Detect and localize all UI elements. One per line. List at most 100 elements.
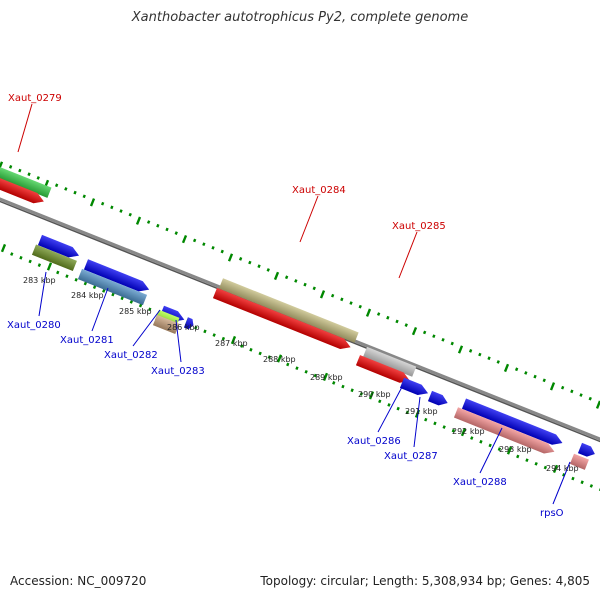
- gene-label-xaut-0279[interactable]: Xaut_0279: [8, 93, 62, 104]
- tick-forward-33: [303, 282, 307, 287]
- tick-forward-49: [450, 341, 454, 346]
- gene-xaut-0280-olive-shade: [31, 244, 77, 272]
- gene-xaut-0283-tan[interactable]: [152, 314, 180, 335]
- gene-xaut-0281-steel[interactable]: [77, 268, 148, 306]
- tick-forward-39: [358, 304, 362, 309]
- gene-xaut-0285-gray-shade: [362, 346, 417, 377]
- tick-reverse-56: [516, 454, 520, 459]
- tick-reverse-44: [405, 410, 410, 415]
- gene-rpso-pink[interactable]: [569, 453, 589, 470]
- tick-forward-56: [514, 367, 519, 372]
- gene-rpso-blue[interactable]: [577, 442, 597, 459]
- gene-xaut-0288-blue[interactable]: [461, 398, 565, 448]
- gene-xaut-0285-gray[interactable]: [362, 346, 417, 377]
- tick-forward-60: [549, 382, 556, 391]
- tick-forward-52: [478, 352, 482, 357]
- gene-label-xaut-0283[interactable]: Xaut_0283: [151, 366, 205, 377]
- gene-label-xaut-0288[interactable]: Xaut_0288: [453, 477, 507, 488]
- tick-forward-53: [487, 356, 491, 361]
- gene-xaut-0284-khaki[interactable]: [218, 278, 359, 343]
- tick-forward-46: [422, 330, 427, 335]
- gene-xaut-0286-blue[interactable]: [399, 377, 430, 399]
- tick-forward-59: [542, 378, 546, 383]
- gene-xaut-0280-blue[interactable]: [37, 234, 81, 261]
- kbp-label-289: 289 kbp: [310, 373, 343, 382]
- tick-forward-19: [174, 231, 178, 235]
- pointer-line-1: [299, 195, 319, 243]
- gene-xaut-0283-tan-shade: [152, 314, 180, 335]
- tick-reverse-32: [295, 366, 299, 371]
- gene-xaut-0279-red[interactable]: [0, 174, 46, 207]
- tick-reverse-25: [230, 335, 237, 345]
- gene-label-xaut-0280[interactable]: Xaut_0280: [7, 320, 61, 331]
- gene-label-xaut-0282[interactable]: Xaut_0282: [104, 350, 158, 361]
- tick-forward-62: [570, 389, 574, 394]
- tick-forward-45: [411, 326, 418, 336]
- pointer-line-9: [479, 427, 503, 474]
- tick-forward-21: [192, 238, 197, 243]
- tick-reverse-12: [111, 292, 115, 297]
- tick-reverse-0: [0, 243, 7, 253]
- gene-xaut-0284-red[interactable]: [212, 287, 353, 352]
- gene-label-xaut-0287[interactable]: Xaut_0287: [384, 451, 438, 462]
- tick-forward-12: [110, 205, 114, 210]
- kbp-label-291: 291 kbp: [405, 407, 438, 416]
- tick-forward-41: [376, 312, 381, 316]
- gene-label-xaut-0285[interactable]: Xaut_0285: [392, 221, 446, 232]
- tick-reverse-35: [322, 372, 329, 382]
- tick-reverse-6: [56, 270, 60, 275]
- pointer-line-10: [552, 461, 571, 505]
- tick-forward-47: [432, 334, 436, 338]
- tick-reverse-47: [433, 421, 437, 426]
- tick-forward-55: [503, 363, 510, 373]
- gene-xaut-0287-blue[interactable]: [427, 390, 450, 408]
- tick-forward-6: [54, 183, 59, 188]
- tick-forward-22: [202, 242, 206, 246]
- pointer-line-3: [38, 271, 47, 317]
- tick-reverse-52: [479, 439, 483, 444]
- gene-xaut-0281-blue[interactable]: [83, 259, 151, 294]
- gene-label-xaut-0286[interactable]: Xaut_0286: [347, 436, 401, 447]
- kbp-label-283: 283 kbp: [23, 276, 56, 285]
- pointer-line-7: [377, 386, 403, 433]
- pointer-line-5: [132, 309, 161, 347]
- kbp-label-293: 293 kbp: [499, 445, 532, 454]
- gene-xaut-0280-olive[interactable]: [31, 244, 77, 272]
- gene-xaut-0287-blue-shade: [427, 390, 448, 406]
- tick-forward-51: [468, 349, 473, 353]
- tick-reverse-50: [460, 427, 467, 437]
- tick-forward-15: [135, 216, 142, 225]
- pointer-line-2: [398, 231, 418, 279]
- gene-xaut-0288-blue-shade: [461, 398, 563, 445]
- tick-forward-37: [340, 297, 344, 302]
- gene-xaut-0279-green[interactable]: [0, 163, 52, 198]
- gene-xaut-0288-pink[interactable]: [453, 407, 557, 457]
- tick-reverse-26: [240, 344, 244, 348]
- tick-forward-58: [533, 374, 537, 379]
- tick-forward-44: [404, 323, 408, 327]
- gene-xaut-0285-red-shade: [355, 355, 410, 383]
- map-title: Xanthobacter autotrophicus Py2, complete…: [131, 10, 469, 25]
- gene-label-xaut-0281[interactable]: Xaut_0281: [60, 335, 114, 346]
- tick-forward-40: [365, 308, 372, 317]
- pointer-line-4: [91, 287, 109, 332]
- tick-forward-10: [89, 198, 96, 207]
- tick-reverse-34: [313, 373, 318, 378]
- gene-label-xaut-0284[interactable]: Xaut_0284: [292, 185, 346, 196]
- genome-summary-text: Topology: circular; Length: 5,308,934 bp…: [260, 574, 590, 588]
- kbp-label-292: 292 kbp: [452, 427, 485, 436]
- tick-reverse-58: [534, 462, 538, 466]
- gene-xaut-0285-red[interactable]: [355, 355, 412, 386]
- tick-reverse-59: [543, 465, 548, 470]
- gene-label-rpso[interactable]: rpsO: [540, 508, 564, 519]
- tick-forward-23: [211, 245, 215, 250]
- tick-reverse-16: [148, 307, 152, 312]
- tick-forward-20: [181, 234, 188, 244]
- tick-forward-17: [156, 223, 160, 228]
- tick-forward-43: [395, 319, 399, 324]
- tick-reverse-31: [286, 362, 290, 367]
- tick-reverse-57: [525, 458, 529, 463]
- gene-xaut-0282-small[interactable]: [183, 317, 196, 330]
- gene-xaut-0286-blue-shade: [399, 377, 428, 395]
- tick-forward-0: [0, 161, 4, 170]
